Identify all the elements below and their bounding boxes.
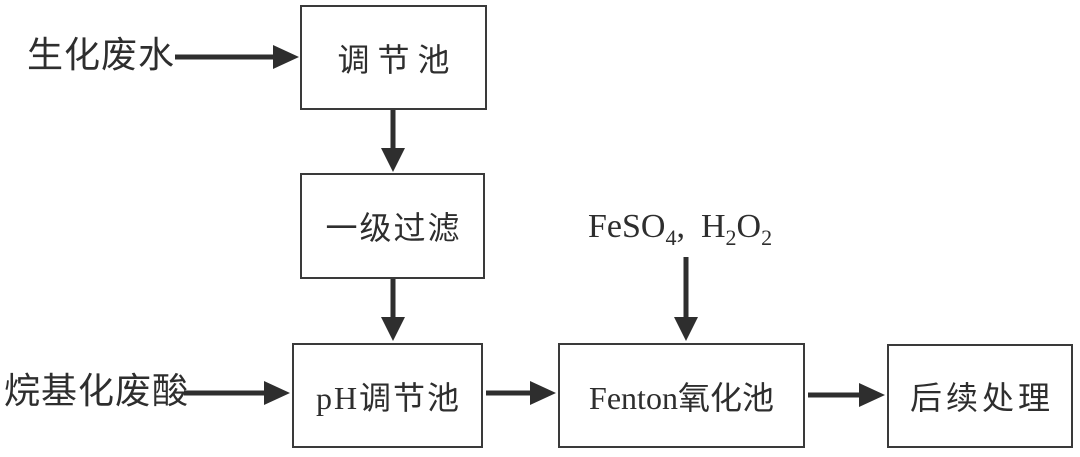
- node-label-primary-filtration: 一级过滤: [325, 210, 462, 246]
- node-fenton-oxidation-tank: Fenton氧化池: [558, 343, 805, 448]
- node-ph-adjustment-tank: pH调节池: [292, 343, 483, 448]
- arrow-down-filtration-to-ph: [381, 279, 405, 341]
- arrow-right-fenton-to-subsequent: [808, 383, 885, 407]
- node-label-ph-adjustment-tank: pH调节池: [315, 379, 462, 416]
- node-label-regulation-tank: 调节池: [337, 41, 458, 78]
- reagent-h2o2-o: O: [736, 208, 762, 245]
- arrow-right-biochemical-to-regulation: [175, 45, 299, 69]
- reagent-feso4-subscript: 4: [665, 224, 677, 250]
- arrow-down-reagents-to-fenton: [674, 257, 698, 341]
- input-label-biochemical-wastewater: 生化废水: [27, 35, 176, 75]
- input-label-alkylation-waste-acid: 烷基化废酸: [4, 371, 190, 411]
- arrow-right-acid-to-ph: [184, 381, 290, 405]
- node-label-subsequent-treatment: 后续处理: [909, 380, 1054, 416]
- node-primary-filtration: 一级过滤: [300, 173, 485, 279]
- reagent-feso4-text: FeSO: [588, 208, 666, 245]
- reagent-h2o2-subscript-2: 2: [761, 224, 773, 250]
- input-label-fenton-reagents: FeSO4,H2O2: [588, 206, 772, 248]
- reagent-comma: ,: [676, 208, 685, 245]
- node-label-fenton-oxidation-tank: Fenton氧化池: [589, 379, 774, 416]
- reagent-h2o2-h: H: [700, 208, 726, 245]
- node-regulation-tank: 调节池: [300, 5, 487, 110]
- reagent-h2o2-subscript-1: 2: [725, 224, 737, 250]
- arrow-right-ph-to-fenton: [486, 381, 556, 405]
- arrow-down-regulation-to-filtration: [381, 110, 405, 172]
- node-subsequent-treatment: 后续处理: [887, 344, 1073, 448]
